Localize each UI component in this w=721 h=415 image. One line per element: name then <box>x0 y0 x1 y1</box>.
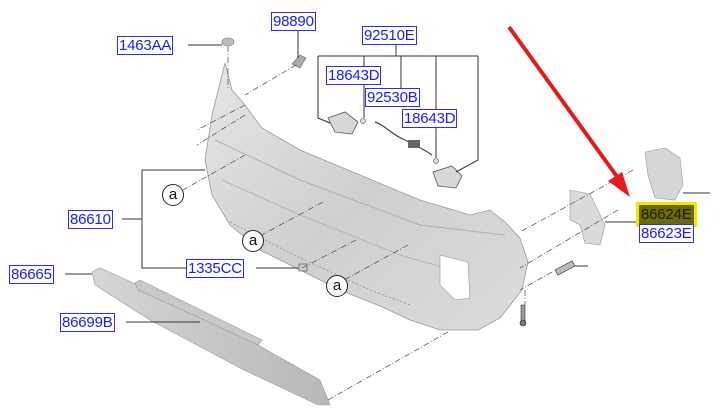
part-label-92530B[interactable]: 92530B <box>365 88 420 107</box>
part-label-1463AA[interactable]: 1463AA <box>117 36 174 55</box>
part-label-98890[interactable]: 98890 <box>271 12 316 31</box>
red-arrow-indicator <box>507 25 630 197</box>
part-label-86610[interactable]: 86610 <box>68 210 113 229</box>
part-label-86665[interactable]: 86665 <box>9 265 54 284</box>
license-lamps <box>327 111 463 189</box>
reference-marker-a: a <box>326 275 348 297</box>
reference-marker-a: a <box>242 230 264 252</box>
part-label-86624E-highlighted[interactable]: 86624E <box>639 205 694 224</box>
lower-garnish <box>91 267 331 406</box>
rear-bumper-cover <box>204 62 529 331</box>
part-label-18643D-lower[interactable]: 18643D <box>402 109 458 128</box>
part-label-18643D-upper[interactable]: 18643D <box>326 66 382 85</box>
part-label-86623E[interactable]: 86623E <box>639 224 694 243</box>
bumper-brackets <box>569 147 684 246</box>
assembly-lines <box>182 46 634 401</box>
part-label-92510E[interactable]: 92510E <box>362 26 417 45</box>
part-label-86699B[interactable]: 86699B <box>60 313 115 332</box>
part-label-1335CC[interactable]: 1335CC <box>186 259 244 278</box>
leader-lines <box>65 31 710 323</box>
reference-marker-a: a <box>162 184 184 206</box>
